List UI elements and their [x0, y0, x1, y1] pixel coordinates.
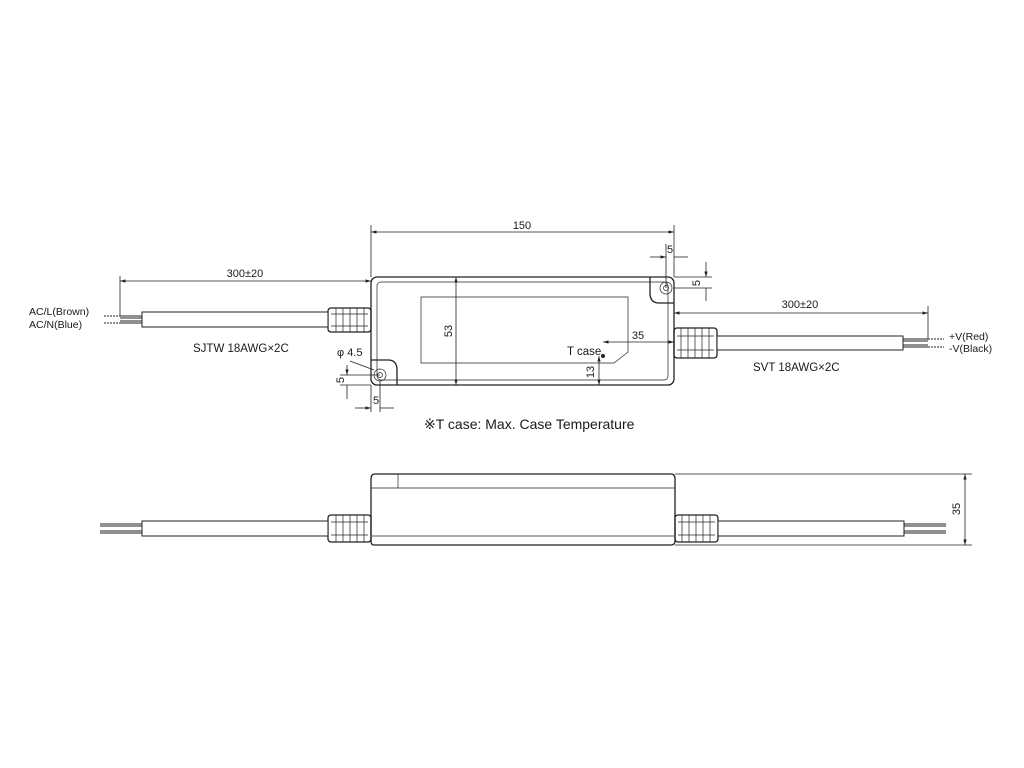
side-input-strain-relief — [327, 514, 372, 543]
top-view-housing — [370, 276, 675, 386]
output-wire-neg-label: -V(Black) — [949, 343, 992, 355]
dim-height: 53 — [443, 325, 455, 337]
mounting-hole-right — [649, 277, 674, 304]
input-leads — [104, 315, 142, 324]
dim-left-hole-y: 5 — [335, 377, 347, 383]
dim-tcase-y: 13 — [585, 366, 597, 378]
mounting-hole-left — [371, 359, 398, 385]
output-strain-relief — [673, 327, 718, 359]
side-input-cable — [141, 520, 329, 537]
dim-hole-diameter: φ 4.5 — [337, 347, 362, 359]
dim-input-cable-length: 300±20 — [227, 268, 264, 280]
side-view-housing — [370, 473, 676, 546]
output-wire-pos-label: +V(Red) — [949, 331, 988, 343]
dim-overall-length: 150 — [513, 220, 531, 232]
output-cable — [716, 335, 904, 351]
dim-output-cable-length: 300±20 — [782, 299, 819, 311]
input-cable-spec: SJTW 18AWG×2C — [193, 343, 289, 355]
output-leads — [903, 338, 944, 348]
side-output-strain-relief — [674, 514, 719, 543]
input-wire-n-label: AC/N(Blue) — [29, 319, 82, 331]
dim-right-hole-x: 5 — [667, 244, 673, 256]
input-cable — [141, 311, 329, 328]
side-output-cable — [717, 520, 905, 537]
dim-tcase-x: 35 — [632, 330, 644, 342]
output-cable-spec: SVT 18AWG×2C — [753, 362, 840, 374]
side-view: 35 — [100, 473, 972, 546]
dim-left-hole-x: 5 — [373, 395, 379, 407]
top-view: 150 300±20 300±20 53 5 5 φ 4.5 5 — [29, 220, 992, 412]
top-view-inner-outline — [376, 281, 669, 381]
tcase-label: T case — [567, 346, 601, 358]
side-input-leads — [100, 523, 142, 534]
dim-side-thickness: 35 — [951, 503, 963, 515]
tcase-point — [601, 354, 605, 358]
label-window — [420, 296, 629, 364]
dim-right-hole-y: 5 — [691, 280, 703, 286]
input-wire-l-label: AC/L(Brown) — [29, 306, 89, 318]
side-output-leads — [904, 523, 946, 534]
tcase-note: ※T case: Max. Case Temperature — [424, 416, 635, 432]
input-strain-relief — [327, 307, 372, 333]
